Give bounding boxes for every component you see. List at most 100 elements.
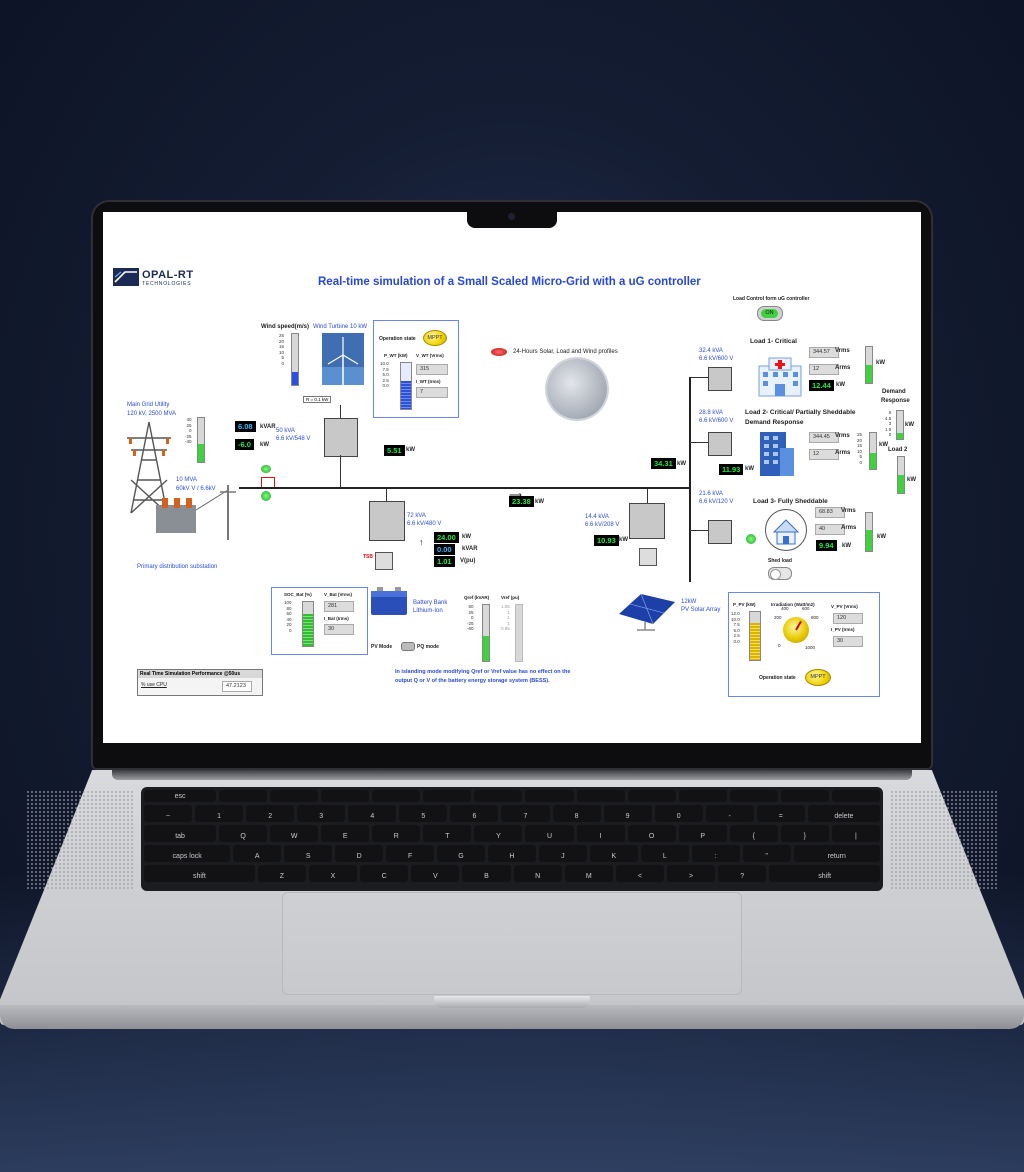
irr-tick-800: 800 — [811, 615, 819, 620]
load2-arms-unit: Arms — [835, 450, 851, 456]
load3-title: Load 3- Fully Sheddable — [753, 498, 828, 505]
breaker-status-icon — [261, 465, 271, 473]
resistance-label: R = 0.1 kW — [303, 396, 332, 403]
demand-response-title-2: Response — [881, 398, 910, 404]
wind-transformer-kva: 50 kVA — [276, 428, 295, 434]
load2-kw-readout: 11.93 — [719, 464, 744, 475]
opal-rt-logo-icon — [113, 268, 139, 286]
lid-opening-notch — [434, 996, 590, 1008]
performance-panel: Real Time Simulation Performance @50us %… — [137, 669, 263, 696]
load3-status-icon — [746, 534, 756, 544]
battery-v-unit: V(pu) — [460, 558, 476, 564]
load3-kva: 21.6 kVA — [699, 491, 723, 497]
grid-label-2: 120 kV, 2500 MVA — [127, 411, 177, 417]
soc-label: SOC_Bat (%) — [284, 592, 312, 597]
substation-label: Primary distribution substation — [137, 564, 218, 570]
laptop-hinge — [112, 770, 912, 780]
ibat-label: I_Bat (Irms) — [324, 616, 349, 621]
bus-flow-readout-1: 23.38 — [509, 496, 534, 507]
vref-slider[interactable] — [515, 604, 523, 662]
pv-mppt-button[interactable]: MPPT — [805, 669, 831, 686]
load1-v: 6.6 kV/600 V — [699, 356, 734, 362]
page-title: Real-time simulation of a Small Scaled M… — [318, 276, 701, 288]
bus-flow-unit-2: kW — [677, 461, 686, 467]
wind-p-bar — [400, 362, 412, 410]
load1-arms-unit: Arms — [835, 365, 851, 371]
vertical-bus-line — [689, 377, 691, 582]
irr-tick-200: 200 — [774, 615, 782, 620]
load3-bar — [865, 512, 873, 552]
battery-q-unit: kVAR — [462, 546, 478, 552]
pv-v-value: 120 — [833, 613, 863, 624]
battery-transformer-icon — [369, 501, 405, 541]
vbat-value: 281 — [324, 601, 354, 612]
load2-side-label: Load 2 — [888, 447, 908, 453]
wind-mppt-button[interactable]: MPPT — [423, 330, 447, 346]
battery-inverter-icon — [375, 552, 393, 570]
wind-v-value: 315 — [416, 364, 448, 375]
demand-response-slider[interactable] — [896, 410, 904, 440]
irr-tick-400: 400 — [781, 606, 789, 611]
house-icon — [765, 509, 807, 551]
load2-bar — [869, 432, 877, 470]
qref-label: Qref (kVAR) — [464, 595, 490, 600]
soc-bar — [302, 601, 314, 647]
load2-side-unit: kW — [907, 477, 916, 483]
pv-array-label-2: PV Solar Array — [681, 607, 721, 613]
load1-transformer-icon — [708, 367, 732, 391]
pv-transformer-kva: 14.4 kVA — [585, 514, 609, 520]
irradiation-label: Irradiation (Watt/m2) — [771, 602, 815, 607]
battery-transformer-kva: 72 kVA — [407, 513, 426, 519]
cpu-value: 47.2123 — [222, 681, 252, 692]
profiles-label: 24-Hours Solar, Load and Wind profiles — [513, 349, 618, 355]
wind-i-value: 7 — [416, 387, 448, 398]
wind-speed-label: Wind speed(m/s) — [261, 324, 309, 330]
load2-arms-value: 12 — [809, 449, 839, 460]
office-building-icon — [760, 432, 794, 476]
pv-inverter-icon — [639, 548, 657, 566]
load1-arms-value: 12 — [809, 364, 839, 375]
qref-slider[interactable] — [482, 604, 490, 662]
left-speaker-grille — [26, 790, 134, 890]
wind-p-label: P_WT (kW) — [384, 353, 408, 358]
load3-branch — [690, 530, 708, 531]
mode-switch[interactable] — [401, 642, 415, 651]
load1-vrms-value: 344.57 — [809, 347, 839, 358]
pv-power-unit: kW — [619, 537, 628, 543]
pv-transformer-icon — [629, 503, 665, 539]
breaker-lamp-icon — [261, 491, 271, 501]
vref-label: Vref (pu) — [501, 595, 520, 600]
trackpad[interactable] — [282, 892, 742, 995]
wind-transformer-v: 6.6 kV/548 V — [276, 436, 311, 442]
load3-bar-unit: kW — [877, 534, 886, 540]
wind-op-state-label: Operation state — [379, 336, 416, 342]
shed-load-label: Shed load — [768, 558, 792, 564]
wind-drop-line — [340, 455, 341, 487]
pv-p-bar — [749, 611, 761, 661]
shed-load-toggle[interactable] — [768, 567, 792, 580]
battery-v-readout: 1.01 — [434, 556, 455, 567]
load-control-toggle[interactable]: ON — [757, 306, 783, 321]
load2-side-bar — [897, 456, 905, 494]
profiles-toggle[interactable] — [491, 348, 507, 356]
load2-transformer-icon — [708, 432, 732, 456]
irradiation-knob[interactable] — [783, 617, 809, 643]
grid-power-bar — [197, 417, 205, 463]
load2-bar-unit: kW — [879, 442, 888, 448]
load1-bar-unit: kW — [876, 360, 885, 366]
grid-transformer-2: 60kV V / 6.6kV — [176, 486, 216, 492]
load3-vrms-unit: Vrms — [841, 508, 856, 514]
grid-kvar-unit: kVAR — [260, 424, 276, 430]
wind-speed-bar — [291, 333, 299, 386]
grid-label-1: Main Grid Utility — [127, 402, 170, 408]
ibat-value: 30 — [324, 624, 354, 635]
load3-kw-readout: 9.94 — [816, 540, 837, 551]
load2-vrms-value: 344.45 — [809, 432, 839, 443]
load1-bar — [865, 346, 873, 384]
moon-profile-icon — [547, 359, 607, 419]
